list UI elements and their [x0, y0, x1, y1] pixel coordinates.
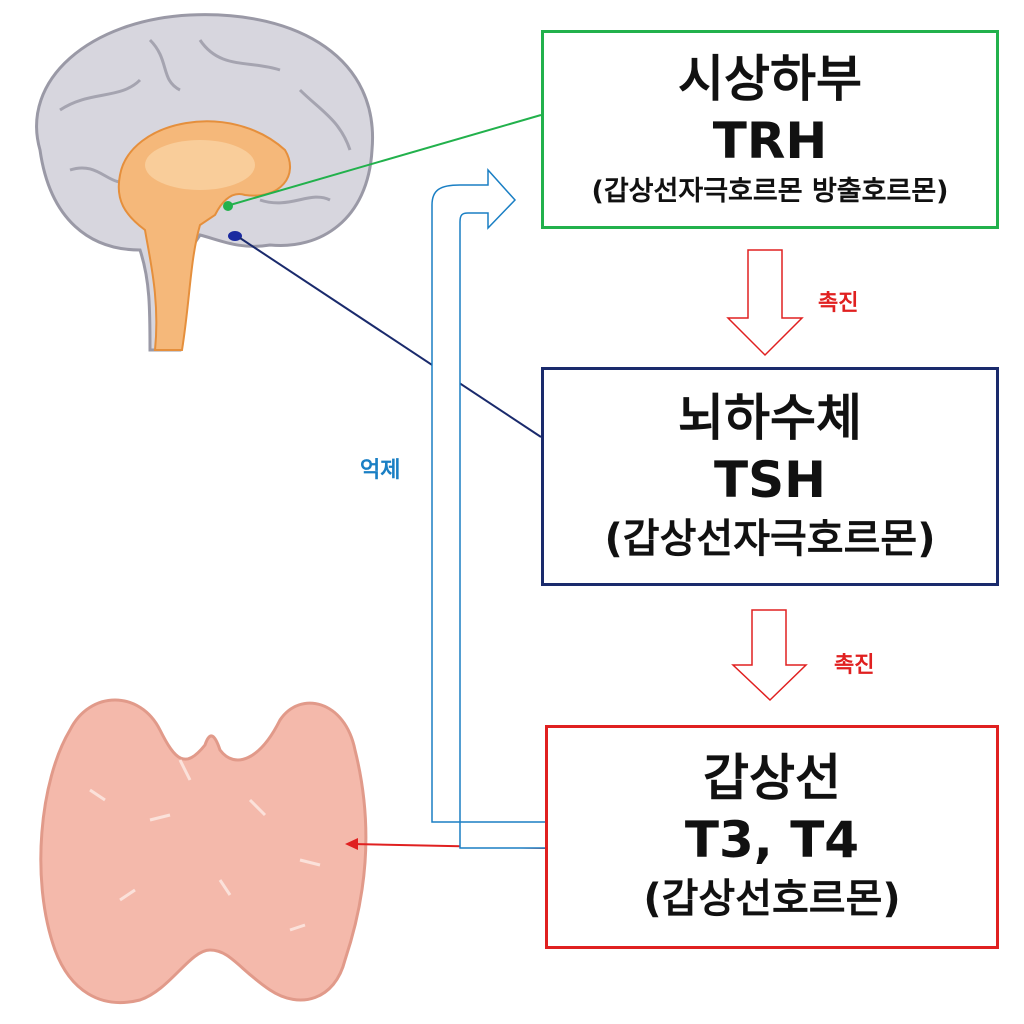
- hypothalamus-pointer-line: [229, 114, 542, 206]
- inhibit-label: 억제: [360, 458, 401, 483]
- stimulate-arrow-2: [731, 609, 808, 702]
- pituitary-box: 뇌하수체 TSH (갑상선자극호르몬): [541, 367, 999, 586]
- inhibit-feedback-arrow: [431, 168, 545, 849]
- hypothalamus-hormone: TRH: [712, 111, 828, 170]
- brain-illustration: [35, 13, 375, 352]
- thyroid-illustration: [39, 698, 368, 1005]
- pituitary-pointer-line: [239, 237, 542, 438]
- pituitary-desc: (갑상선자극호르몬): [604, 515, 936, 562]
- stimulate-arrow-1: [726, 249, 804, 357]
- stimulate-label-2: 촉진: [834, 653, 875, 678]
- thyroid-pointer-arrowhead: [345, 838, 358, 850]
- pituitary-title: 뇌하수체: [678, 388, 862, 447]
- thyroid-desc: (갑상선호르몬): [643, 876, 901, 922]
- hypothalamus-title: 시상하부: [678, 49, 862, 108]
- hypothalamus-desc: (갑상선자극호르몬 방출호르몬): [591, 175, 949, 207]
- pituitary-hormone: TSH: [714, 450, 826, 509]
- stimulate-label-1: 촉진: [818, 291, 859, 316]
- hypothalamus-box: 시상하부 TRH (갑상선자극호르몬 방출호르몬): [541, 30, 999, 229]
- thyroid-hormone: T3, T4: [684, 811, 860, 869]
- thyroid-title: 갑상선: [703, 749, 841, 807]
- thyroid-box: 갑상선 T3, T4 (갑상선호르몬): [545, 725, 999, 949]
